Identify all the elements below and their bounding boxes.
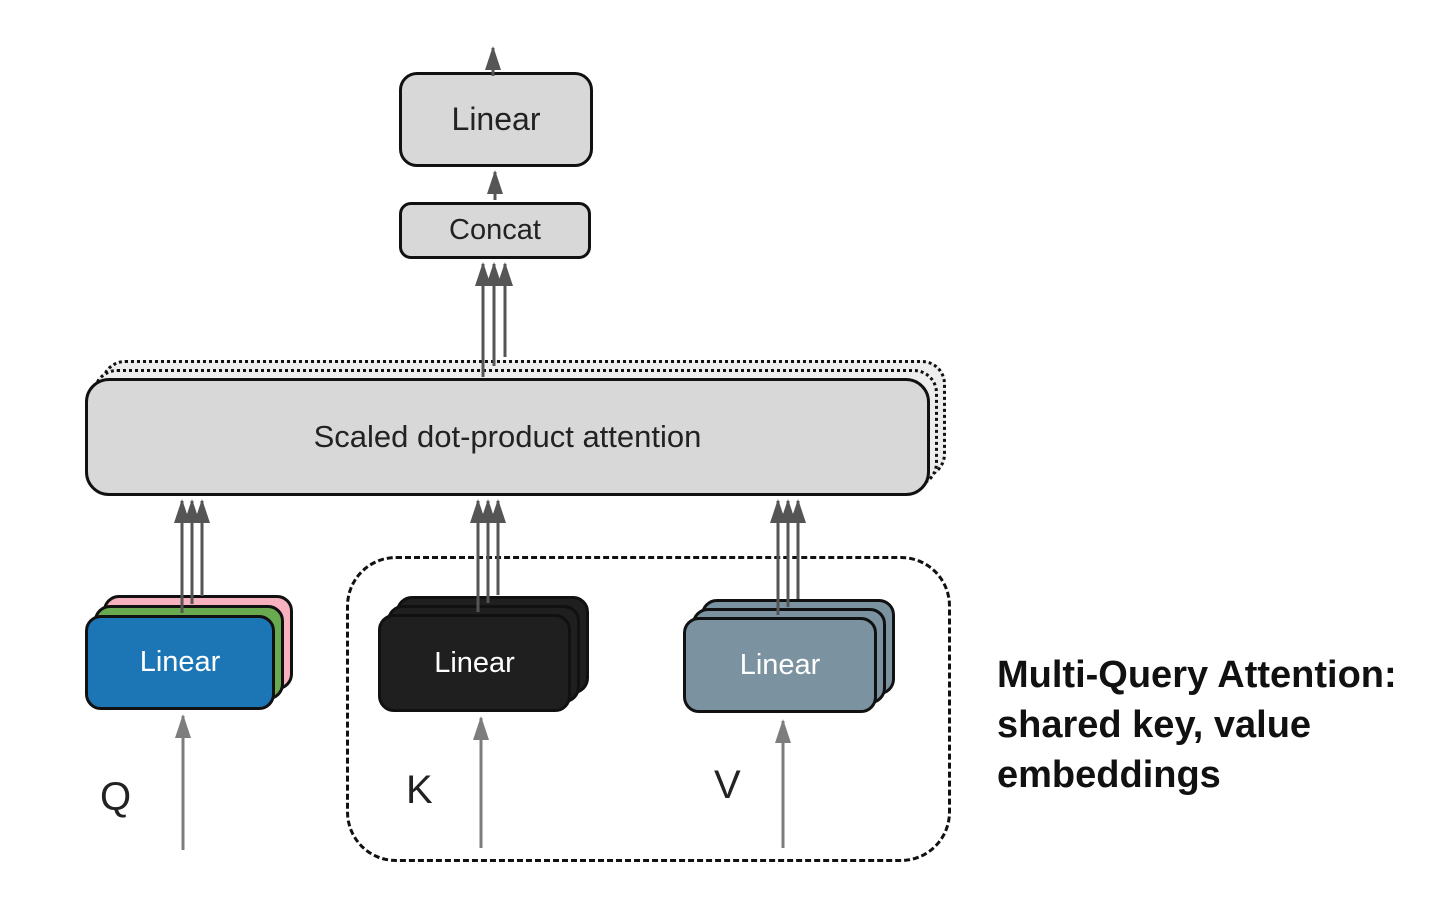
output-linear-label: Linear [451,101,541,137]
v-linear-label: Linear [739,648,821,681]
concat-label: Concat [449,214,541,246]
k-linear-box: Linear [378,614,571,712]
shared-kv-group-outline [346,556,951,862]
v-input-label: V [714,763,741,807]
attention-box: Scaled dot-product attention [85,378,930,496]
k-input-label: K [406,768,433,812]
output-linear-box: Linear [399,72,593,167]
diagram-caption: Multi-Query Attention: shared key, value… [997,650,1437,800]
caption-line-2: shared key, value [997,704,1312,747]
attention-label: Scaled dot-product attention [313,419,702,454]
q-linear-box: Linear [85,615,275,710]
caption-line-3: embeddings [997,754,1221,797]
k-linear-label: Linear [434,646,515,679]
v-linear-box: Linear [683,617,877,713]
caption-line-1: Multi-Query Attention: [997,654,1397,696]
q-linear-label: Linear [139,646,221,678]
q-input-label: Q [100,775,132,819]
concat-box: Concat [399,202,591,259]
